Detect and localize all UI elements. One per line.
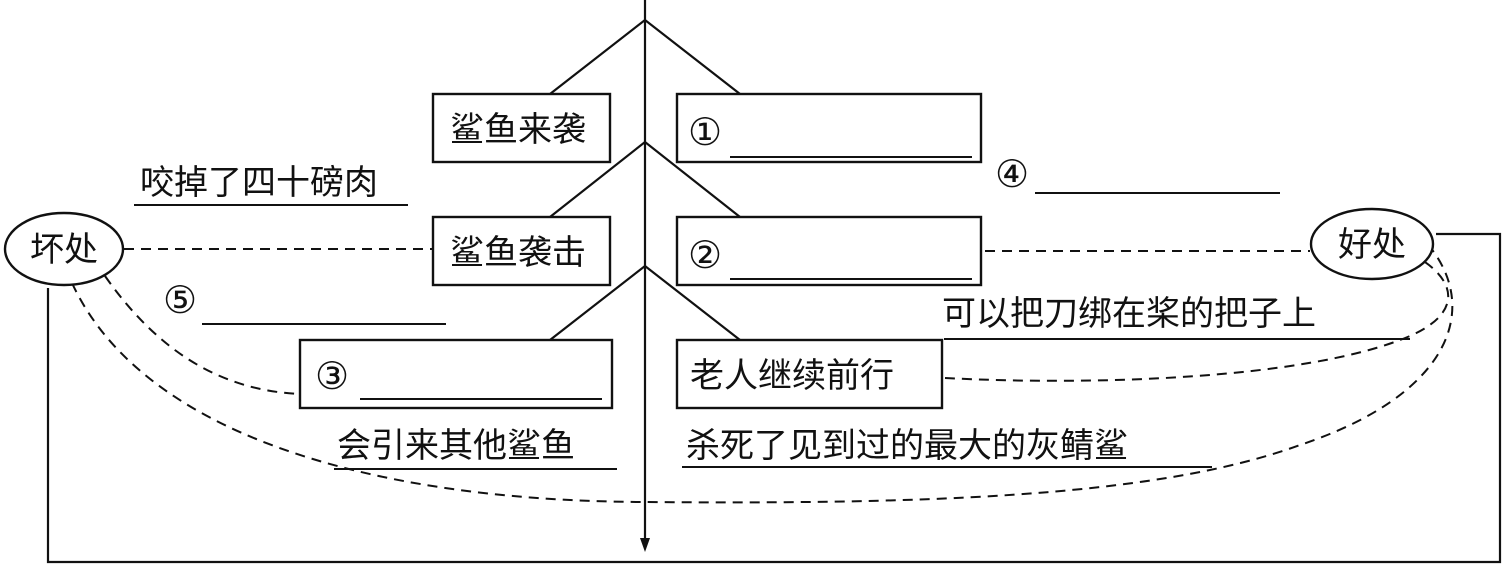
- note-killed-shark: 杀死了见到过的最大的灰鲭鲨: [686, 426, 1128, 466]
- oval-bad-label: 坏处: [30, 230, 98, 270]
- node-label: 鲨鱼袭击: [450, 233, 586, 273]
- blank-marker-2: ②: [688, 233, 722, 277]
- note-tie-knife: 可以把刀绑在桨的把子上: [942, 294, 1316, 334]
- continue-to-good-dash: [944, 259, 1450, 382]
- chevron-2: [549, 140, 741, 218]
- bad-to-good-long-dash: [71, 246, 1454, 504]
- note-bite-off: 咬掉了四十磅肉: [140, 163, 378, 203]
- blank-marker-4: ④: [995, 152, 1029, 196]
- blank-marker-3: ③: [315, 354, 349, 398]
- oval-good-label: 好处: [1338, 225, 1406, 265]
- note-attract-sharks: 会引来其他鲨鱼: [337, 426, 575, 466]
- outer-connector: [46, 232, 1502, 564]
- node-blank-1[interactable]: ①: [675, 92, 983, 164]
- node-label: 老人继续前行: [690, 356, 894, 396]
- chevron-1: [549, 18, 741, 95]
- node-blank-2[interactable]: ②: [675, 215, 983, 287]
- node-blank-3[interactable]: ③: [298, 338, 614, 410]
- chevron-3: [549, 264, 741, 341]
- spine-arrowhead-icon: [640, 538, 650, 552]
- node-shark-coming: 鲨鱼来袭: [431, 92, 612, 164]
- node-shark-attack: 鲨鱼袭击: [431, 215, 612, 287]
- node-label: 鲨鱼来袭: [450, 110, 586, 150]
- node-old-man-continues: 老人继续前行: [675, 338, 944, 410]
- bad-to-box3-dash: [104, 275, 301, 395]
- oval-good: 好处: [1309, 207, 1435, 281]
- blank-marker-5: ⑤: [163, 278, 197, 322]
- oval-bad: 坏处: [3, 211, 125, 287]
- blank-marker-1: ①: [688, 110, 722, 154]
